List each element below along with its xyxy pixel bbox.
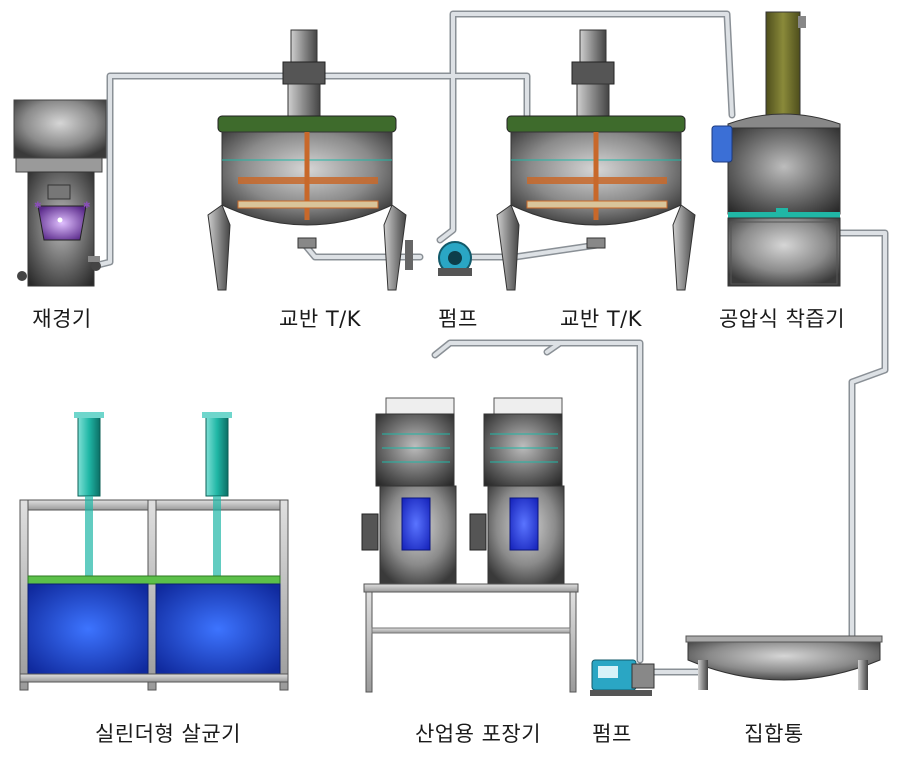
label-pump-1: 펌프 bbox=[438, 307, 478, 331]
pump-2 bbox=[590, 659, 655, 696]
label-grinder: 재경기 bbox=[32, 307, 92, 331]
juicer-motor bbox=[711, 125, 733, 163]
label-cylinder-sterilizer: 실린더형 살균기 bbox=[95, 722, 241, 746]
label-mixing-tank-1: 교반 T/K bbox=[279, 307, 361, 331]
industrial-packer bbox=[361, 397, 579, 693]
pneumatic-juicer bbox=[711, 11, 841, 287]
svg-text:✱: ✱ bbox=[34, 201, 42, 211]
collection-tank bbox=[685, 635, 883, 690]
cylinder-sterilizer bbox=[19, 412, 289, 691]
label-pump-2: 펌프 bbox=[592, 722, 632, 746]
grinder: ✱ ✱ bbox=[13, 99, 107, 287]
grinder-chamber bbox=[37, 205, 87, 241]
pump-1 bbox=[405, 240, 472, 276]
mixing-tank-2 bbox=[496, 29, 696, 291]
label-industrial-packer: 산업용 포장기 bbox=[414, 722, 542, 746]
label-pneumatic-juicer: 공압식 착즙기 bbox=[718, 307, 846, 331]
svg-text:✱: ✱ bbox=[83, 201, 91, 211]
label-collection-tank: 집합통 bbox=[744, 722, 804, 746]
mixing-tank-1 bbox=[207, 29, 407, 291]
label-mixing-tank-2: 교반 T/K bbox=[560, 307, 642, 331]
